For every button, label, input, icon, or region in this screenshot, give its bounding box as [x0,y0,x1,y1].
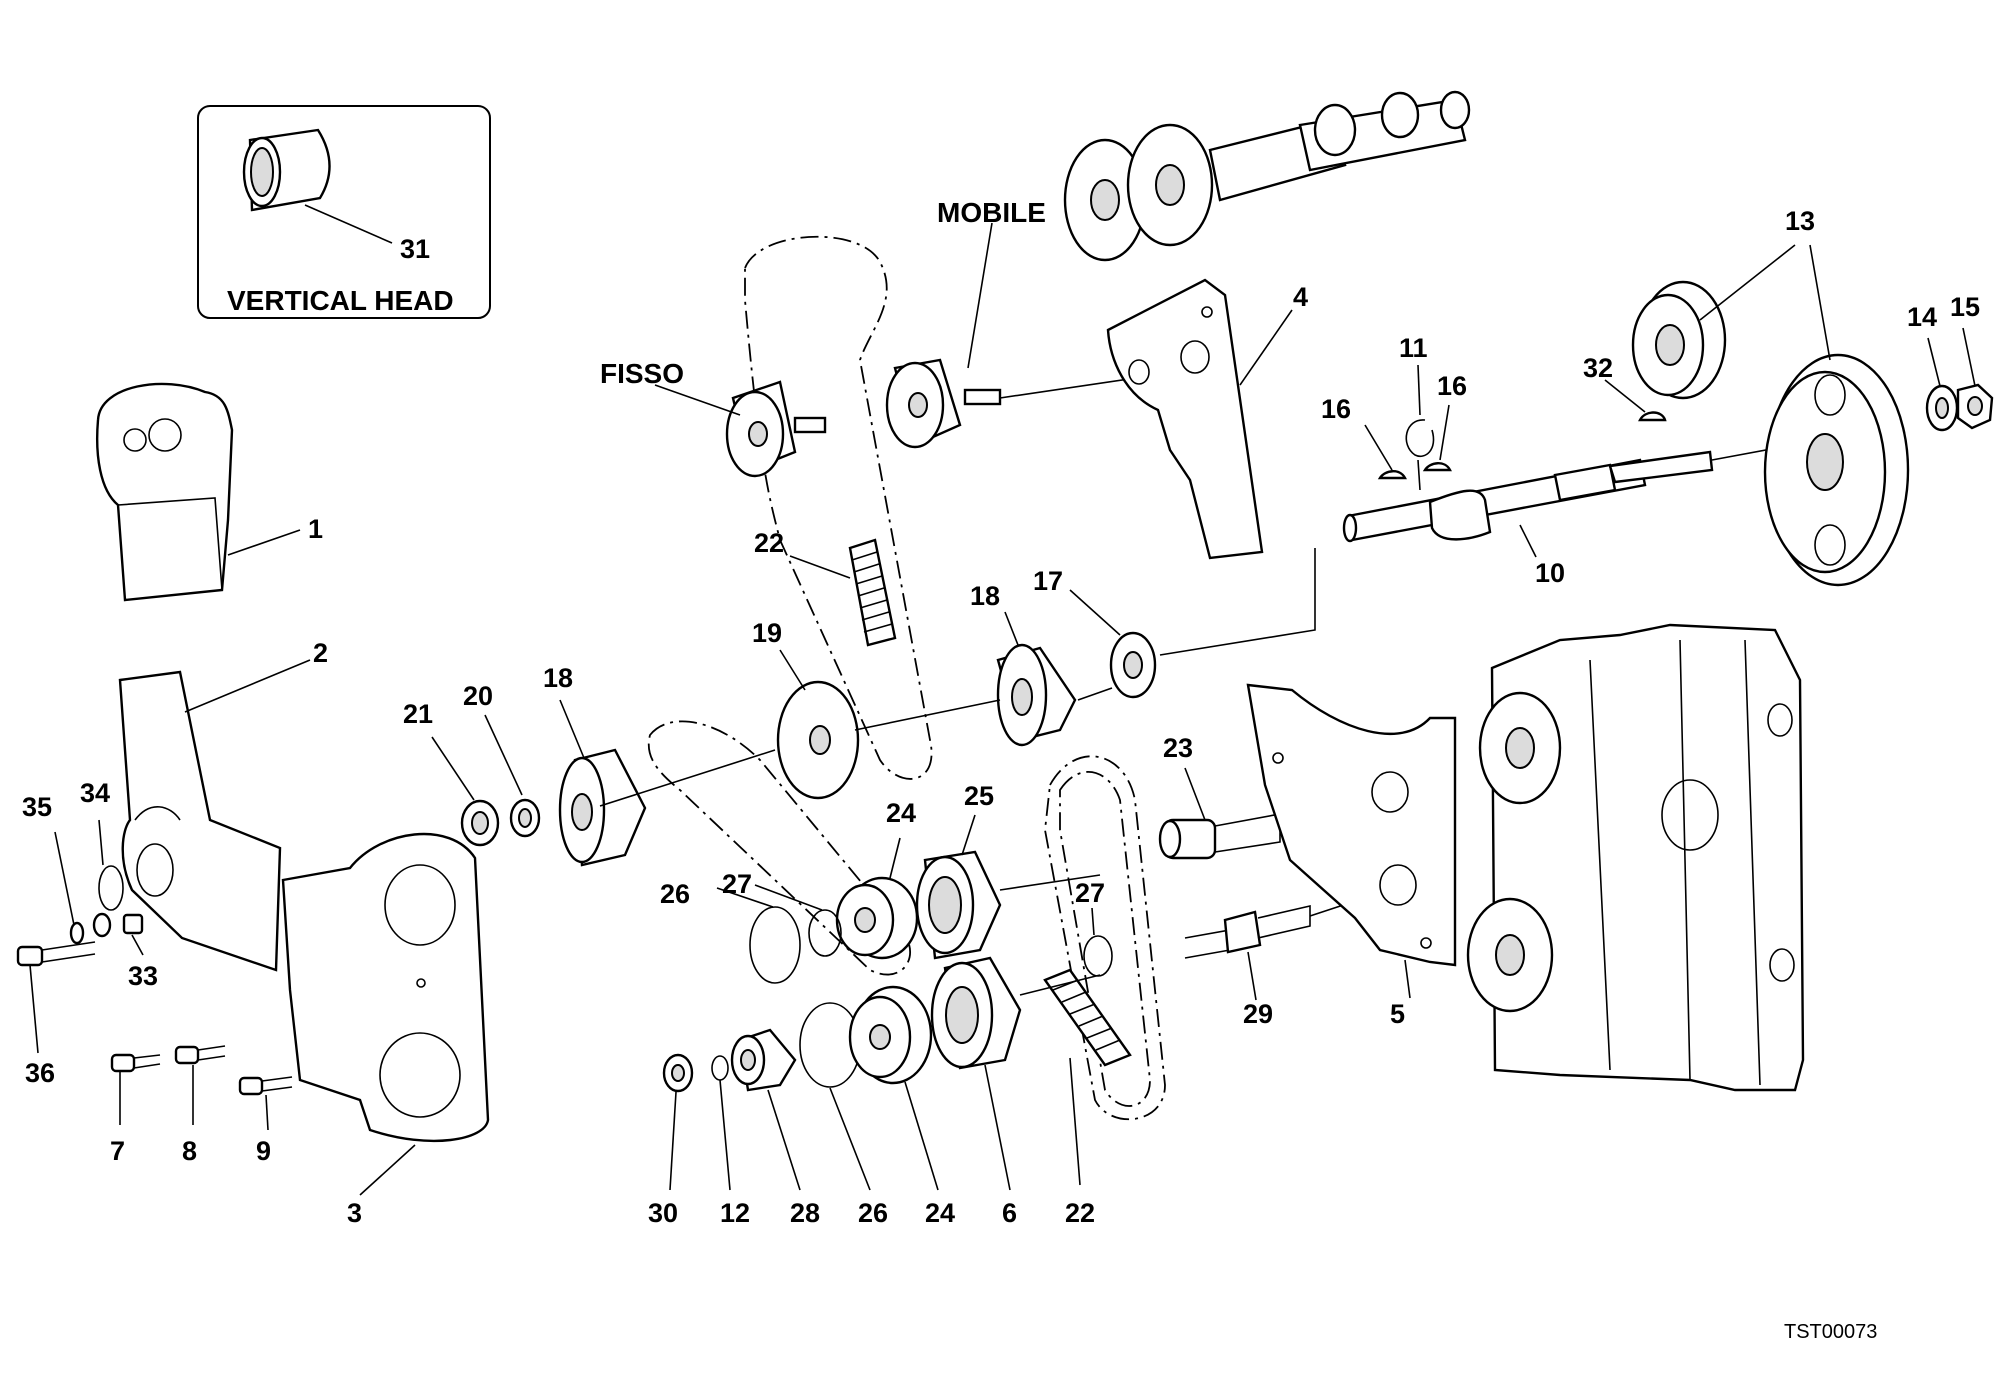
label-27a: 27 [722,869,752,899]
label-16a: 16 [1321,394,1351,424]
circlip-11 [1405,419,1435,457]
cover-3 [281,832,490,1143]
timing-belts [647,235,1166,1121]
label-19: 19 [752,618,782,648]
label-7: 7 [110,1136,125,1166]
label-20: 20 [463,681,493,711]
label-26a: 26 [660,879,690,909]
washer-35 [69,921,85,945]
camshaft-assembly [1063,90,1471,262]
key-16-left [1377,470,1407,480]
gear-13-small [1631,280,1727,400]
screw-9 [238,1076,293,1096]
cover-2 [118,670,282,972]
label-29: 29 [1243,999,1273,1029]
key-32 [1638,411,1667,422]
washer-17 [1109,631,1157,699]
label-8: 8 [182,1136,197,1166]
label-31: 31 [400,234,430,264]
key-16-right [1422,462,1452,472]
belt-segment-22-lower [1043,968,1132,1067]
belt-upper-loop [744,235,933,780]
label-4: 4 [1293,282,1308,312]
label-36: 36 [25,1058,55,1088]
label-22b: 22 [1065,1198,1095,1228]
pulley-18-left [558,748,647,867]
eccentric-28 [730,1028,797,1092]
label-25: 25 [964,781,994,811]
gear-13-large [1763,353,1910,587]
label-14: 14 [1907,302,1937,332]
bracket-4 [1106,278,1264,560]
label-26b: 26 [858,1198,888,1228]
label-11: 11 [1399,333,1428,363]
washer-12 [711,1055,729,1081]
washer-19 [776,680,860,800]
label-21: 21 [403,699,433,729]
label-23: 23 [1163,733,1193,763]
label-28: 28 [790,1198,820,1228]
o-ring-34 [98,865,124,911]
label-22a: 22 [754,528,784,558]
bracket-5 [1246,683,1457,967]
nut-21 [460,799,500,847]
shaft-10 [1342,450,1714,543]
spacer-33 [92,912,144,938]
cover-1 [96,382,234,602]
roller-25 [915,850,1002,960]
label-3: 3 [347,1198,362,1228]
label-16b: 16 [1437,371,1467,401]
screw-7 [110,1053,161,1073]
belt-right-loop-outer [1044,755,1166,1121]
label-30: 30 [648,1198,678,1228]
label-18b: 18 [970,581,1000,611]
label-24a: 24 [886,798,916,828]
stud-23 [1158,813,1281,860]
label-fisso: FISSO [600,358,684,389]
stud-29 [1184,904,1311,959]
label-2: 2 [313,638,328,668]
pulley-18-right [996,643,1077,747]
label-33: 33 [128,961,158,991]
label-10: 10 [1535,558,1565,588]
roller-6 [930,956,1022,1070]
roller-fisso [725,380,827,478]
label-18a: 18 [543,663,573,693]
engine-block [1466,623,1805,1092]
label-5: 5 [1390,999,1405,1029]
label-35: 35 [22,792,52,822]
label-27b: 27 [1075,878,1105,908]
bearing-24-upper [835,876,919,960]
vertical-head-inset: 31 VERTICAL HEAD [197,105,491,319]
label-13: 13 [1785,206,1815,236]
nut-15 [1956,383,1994,430]
washer-20 [509,798,541,838]
washer-14 [1925,384,1959,432]
screw-36 [16,941,96,967]
label-6: 6 [1002,1198,1017,1228]
screw-8 [174,1045,226,1065]
inset-title: VERTICAL HEAD [227,285,454,316]
circlip-26-upper [749,906,801,984]
roller-mobile [885,358,1002,449]
belt-lower-loop [647,720,911,976]
reference-code: TST00073 [1784,1321,1877,1343]
label-12: 12 [720,1198,750,1228]
label-32: 32 [1583,353,1613,383]
label-1: 1 [308,514,323,544]
circlip-27-left [808,909,842,957]
label-mobile: MOBILE [937,197,1046,228]
circlip-27-right [1083,935,1113,977]
bearing-24-lower [848,985,933,1085]
belt-segment-22-upper [848,538,897,647]
label-34: 34 [80,778,110,808]
bushing-31 [242,128,331,212]
label-17: 17 [1033,566,1063,596]
label-9: 9 [256,1136,271,1166]
nut-30 [662,1053,694,1093]
label-24b: 24 [925,1198,955,1228]
label-15: 15 [1950,292,1980,322]
